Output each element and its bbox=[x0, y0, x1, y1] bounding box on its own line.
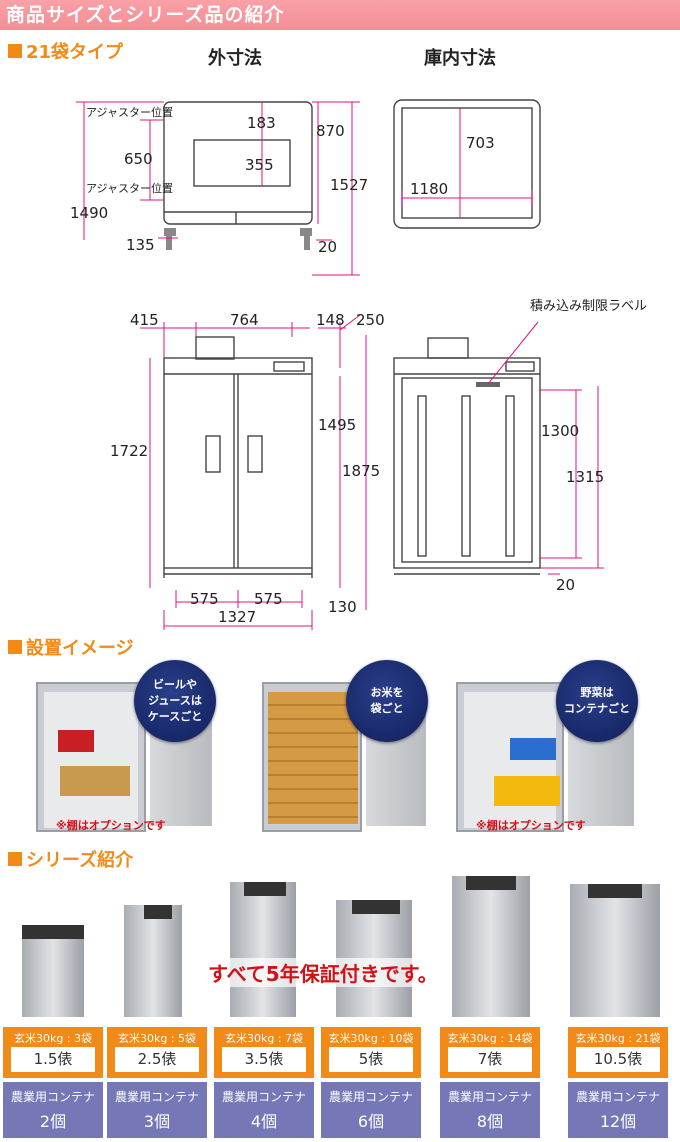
dim-415: 415 bbox=[130, 311, 159, 329]
cabinet-14-bags bbox=[452, 876, 530, 1017]
capacity-text: 玄米30kg : 3袋 bbox=[13, 1032, 93, 1045]
dim-870: 870 bbox=[316, 122, 345, 140]
cabinet-7-bags bbox=[230, 882, 296, 1017]
section-title-text: 21袋タイプ bbox=[26, 42, 124, 63]
bales-value: 7俵 bbox=[448, 1047, 532, 1072]
container-label: 農業用コンテナ bbox=[221, 1090, 306, 1104]
bales-value: 3.5俵 bbox=[222, 1047, 306, 1072]
dim-575-right: 575 bbox=[254, 590, 283, 608]
container-count: 8個 bbox=[476, 1112, 504, 1131]
container-label: 農業用コンテナ bbox=[447, 1090, 532, 1104]
dim-703: 703 bbox=[466, 134, 495, 152]
bales-value: 10.5俵 bbox=[576, 1047, 660, 1072]
outer-size-label: 外寸法 bbox=[208, 48, 262, 69]
capacity-box-1: 玄米30kg : 3袋 1.5俵 bbox=[3, 1027, 103, 1078]
container-box-4: 農業用コンテナ 6個 bbox=[321, 1082, 421, 1138]
capacity-text: 玄米30kg : 14袋 bbox=[447, 1032, 533, 1045]
dim-1527: 1527 bbox=[330, 176, 368, 194]
dim-575-left: 575 bbox=[190, 590, 219, 608]
container-label: 農業用コンテナ bbox=[328, 1090, 413, 1104]
section-title-text: シリーズ紹介 bbox=[26, 850, 134, 871]
install-photo-vegetables bbox=[452, 662, 642, 832]
dim-20: 20 bbox=[318, 238, 337, 256]
capacity-box-4: 玄米30kg : 10袋 5俵 bbox=[321, 1027, 421, 1078]
page-banner: 商品サイズとシリーズ品の紹介 bbox=[0, 0, 680, 30]
container-count: 6個 bbox=[357, 1112, 385, 1131]
bales-value: 2.5俵 bbox=[115, 1047, 199, 1072]
dim-135: 135 bbox=[126, 236, 155, 254]
capacity-text: 玄米30kg : 10袋 bbox=[328, 1032, 414, 1045]
container-box-2: 農業用コンテナ 3個 bbox=[107, 1082, 207, 1138]
install-photo-rice bbox=[244, 662, 434, 832]
capacity-box-6: 玄米30kg : 21袋 10.5俵 bbox=[568, 1027, 668, 1078]
section-title-series: シリーズ紹介 bbox=[8, 846, 133, 872]
container-count: 2個 bbox=[39, 1112, 67, 1131]
bales-value: 1.5俵 bbox=[11, 1047, 95, 1072]
inner-size-label: 庫内寸法 bbox=[424, 48, 496, 69]
capacity-text: 玄米30kg : 7袋 bbox=[224, 1032, 304, 1045]
capacity-box-2: 玄米30kg : 5袋 2.5俵 bbox=[107, 1027, 207, 1078]
bales-value: 5俵 bbox=[329, 1047, 413, 1072]
dim-1722: 1722 bbox=[110, 442, 148, 460]
warranty-text: すべて5年保証付きです。 bbox=[208, 958, 438, 987]
container-label: 農業用コンテナ bbox=[114, 1090, 199, 1104]
cabinet-21-bags bbox=[570, 884, 660, 1017]
outer-top-view bbox=[76, 101, 360, 276]
limit-label: 積み込み制限ラベル bbox=[530, 299, 647, 314]
dim-1300: 1300 bbox=[541, 422, 579, 440]
dim-1495: 1495 bbox=[318, 416, 356, 434]
bubble-drinks: ビールや ジュースは ケースごと bbox=[134, 660, 216, 742]
limit-label-line: 積み込み制限ラベル bbox=[530, 299, 647, 314]
section-title-size: 21袋タイプ bbox=[8, 38, 123, 64]
shelf-option-note-1: ※棚はオプションです bbox=[56, 819, 166, 832]
section-title-text: 設置イメージ bbox=[26, 638, 134, 659]
container-box-6: 農業用コンテナ 12個 bbox=[568, 1082, 668, 1138]
container-box-3: 農業用コンテナ 4個 bbox=[214, 1082, 314, 1138]
square-bullet-icon bbox=[8, 640, 22, 654]
dim-20-inner: 20 bbox=[556, 576, 575, 594]
dim-1875: 1875 bbox=[342, 462, 380, 480]
dim-1180: 1180 bbox=[410, 180, 448, 198]
bubble-vegetables: 野菜は コンテナごと bbox=[556, 660, 638, 742]
container-label: 農業用コンテナ bbox=[575, 1090, 660, 1104]
cabinet-5-bags bbox=[124, 905, 182, 1017]
square-bullet-icon bbox=[8, 44, 22, 58]
container-label: 農業用コンテナ bbox=[10, 1090, 95, 1104]
container-box-5: 農業用コンテナ 8個 bbox=[440, 1082, 540, 1138]
dim-1327: 1327 bbox=[218, 608, 256, 626]
capacity-text: 玄米30kg : 21袋 bbox=[575, 1032, 661, 1045]
dimension-drawings: 183 355 870 650 1527 1490 135 20 アジャスター位… bbox=[70, 99, 647, 630]
dim-764: 764 bbox=[230, 311, 259, 329]
dim-130: 130 bbox=[328, 598, 357, 616]
bubble-rice: お米を 袋ごと bbox=[346, 660, 428, 742]
cabinet-3-bags bbox=[22, 925, 84, 1017]
install-photo-drinks bbox=[30, 662, 220, 832]
square-bullet-icon bbox=[8, 852, 22, 866]
container-count: 3個 bbox=[143, 1112, 171, 1131]
section-title-install: 設置イメージ bbox=[8, 634, 134, 660]
dim-183: 183 bbox=[247, 114, 276, 132]
capacity-box-3: 玄米30kg : 7袋 3.5俵 bbox=[214, 1027, 314, 1078]
dim-250: 250 bbox=[356, 311, 385, 329]
dim-1315: 1315 bbox=[566, 468, 604, 486]
container-count: 12個 bbox=[599, 1112, 637, 1131]
capacity-box-5: 玄米30kg : 14袋 7俵 bbox=[440, 1027, 540, 1078]
dim-148: 148 bbox=[316, 311, 345, 329]
inner-top-view bbox=[393, 99, 541, 229]
container-count: 4個 bbox=[250, 1112, 278, 1131]
dim-355: 355 bbox=[245, 156, 274, 174]
front-elevation bbox=[140, 314, 367, 630]
shelf-option-note-2: ※棚はオプションです bbox=[476, 819, 586, 832]
inner-elevation bbox=[393, 321, 604, 575]
capacity-text: 玄米30kg : 5袋 bbox=[117, 1032, 197, 1045]
dim-1490: 1490 bbox=[70, 204, 108, 222]
adjuster-label-2: アジャスター位置 bbox=[86, 181, 173, 195]
container-box-1: 農業用コンテナ 2個 bbox=[3, 1082, 103, 1138]
dim-650: 650 bbox=[124, 150, 153, 168]
adjuster-label-1: アジャスター位置 bbox=[86, 105, 173, 119]
